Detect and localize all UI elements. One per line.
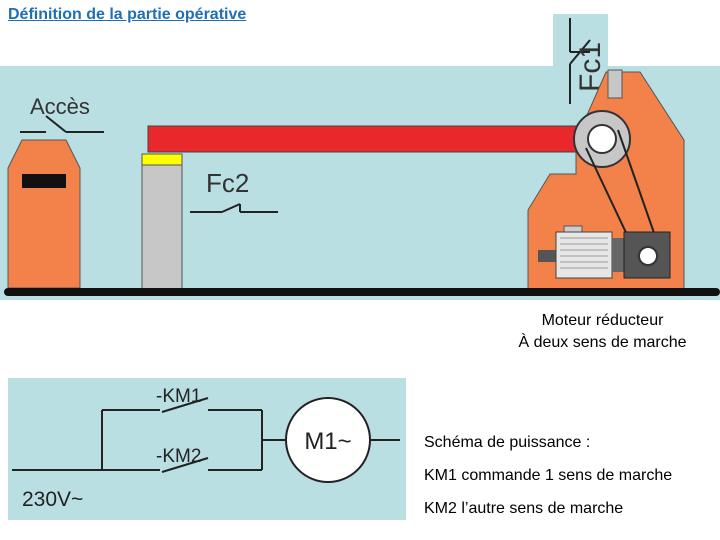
km1-label: -KM1 [156, 386, 201, 407]
barrier-post [141, 164, 183, 291]
km2-label: -KM2 [156, 446, 201, 467]
legend-km1: KM1 commande 1 sens de marche [424, 467, 673, 484]
motor-caption: Moteur réducteur À deux sens de marche [500, 310, 705, 354]
ground-line [4, 288, 720, 296]
fc2-sensor [141, 153, 183, 166]
motor-symbol [285, 397, 371, 483]
fc1-panel [553, 14, 608, 80]
fc1-switch-symbol [569, 18, 591, 104]
supply-label: 230V~ [22, 488, 83, 511]
acces-label: Accès [30, 94, 90, 119]
motor-caption-line1: Moteur réducteur [541, 312, 664, 329]
fc2-label: Fc2 [206, 168, 249, 198]
access-cabinet [7, 139, 81, 289]
acces-switch-symbol [20, 115, 104, 133]
barrier-arm [147, 125, 601, 153]
motor-caption-line2: À deux sens de marche [518, 334, 687, 351]
fc2-switch-symbol [190, 203, 278, 213]
gear-motor [538, 231, 671, 279]
page-title: Définition de la partie opérative [8, 6, 247, 23]
legend-km2: KM2 l’autre sens de marche [424, 500, 624, 517]
pivot-inner [587, 124, 617, 154]
power-schema-wiring [12, 397, 400, 473]
motor-label: M1~ [304, 428, 351, 455]
legend-heading: Schéma de puissance : [424, 434, 591, 451]
